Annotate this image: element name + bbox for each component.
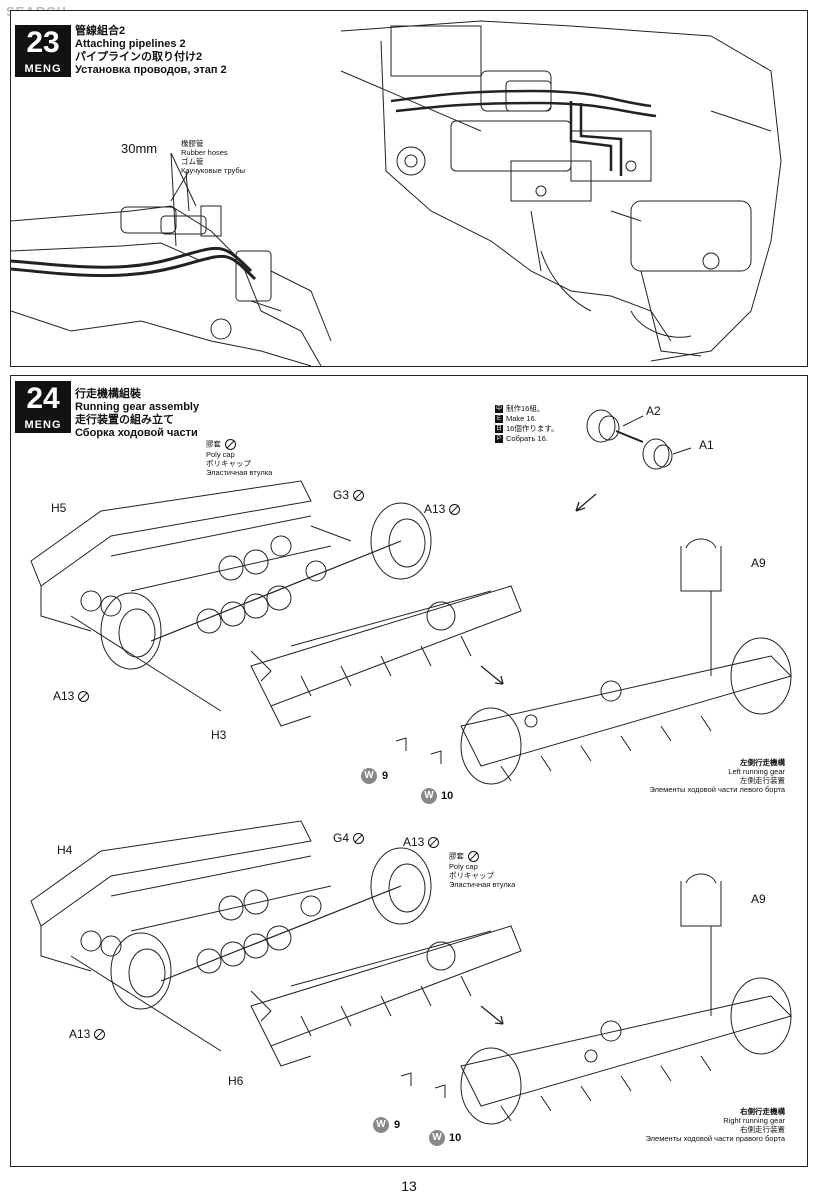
part-label-a1: A1 — [699, 438, 714, 452]
step-23-title: 管線組合2 Attaching pipelines 2 パイプラインの取り付け2… — [75, 25, 227, 77]
step-24-title-jp: 走行装置の組み立て — [75, 414, 174, 426]
part-label-a13-upper-left: A13 — [53, 689, 90, 703]
w-number-9-lower: 9 — [394, 1119, 401, 1131]
right-running-gear-view — [400, 873, 792, 1125]
right-gear-cn: 右側行走機構 — [740, 1107, 785, 1116]
step-23-brand: MENG — [24, 63, 62, 75]
hose-size-label: 30mm — [121, 141, 158, 156]
part-label-a9-upper: A9 — [751, 556, 766, 570]
polycap-lower-ru: Эластичная втулка — [449, 880, 516, 889]
w-badge-10-lower: W — [429, 1130, 445, 1146]
step-23-badge: 23 MENG — [15, 25, 71, 77]
right-gear-en: Right running gear — [723, 1116, 785, 1125]
left-running-gear-view — [395, 538, 792, 785]
polycap-label-top: 膠套 Poly cap ポリキャップ Эластичная втулка — [206, 439, 272, 477]
part-label-h5: H5 — [51, 501, 67, 515]
hose-label-jp: ゴム管 — [181, 157, 204, 166]
polycap-label-lower: 膠套 Poly cap ポリキャップ Эластичная втулка — [449, 851, 515, 889]
part-label-g3: G3 — [333, 488, 365, 502]
part-label-a13-lower-left: A13 — [69, 1027, 106, 1041]
left-running-gear-caption: 左側行走機構 Left running gear 左側走行装置 Элементы… — [649, 758, 785, 794]
lang-cn-icon: 中 — [495, 405, 503, 414]
a1-a2-subassembly — [586, 409, 692, 470]
step-23-title-ru: Установка проводов, этап 2 — [75, 64, 227, 76]
make-note-en: Make 16. — [506, 414, 537, 423]
step-24-brand: MENG — [24, 419, 62, 431]
make-note-jp: 16個作ります。 — [506, 424, 559, 433]
left-gear-jp: 左側走行装置 — [740, 776, 785, 785]
polycap-top-cn: 膠套 — [206, 439, 221, 449]
left-gear-cn: 左側行走機構 — [740, 758, 785, 767]
engine-assembly-view — [340, 20, 782, 362]
hose-label: 橡膠管 Rubber hoses ゴム管 Каучуковые трубы — [181, 139, 245, 175]
no-cement-icon — [449, 504, 461, 516]
step-24-badge: 24 MENG — [15, 381, 71, 433]
step-24-title-ru: Сборка ходовой части — [75, 427, 198, 439]
step-24-drawing — [30, 409, 792, 1125]
part-label-a9-lower: A9 — [751, 892, 766, 906]
w-number-9-upper: 9 — [382, 770, 389, 782]
step-24-title: 行走機構組裝 Running gear assembly 走行装置の組み立て С… — [75, 388, 199, 440]
step-23-panel: 23 MENG 管線組合2 Attaching pipelines 2 パイプラ… — [10, 10, 808, 367]
no-cement-icon — [94, 1029, 106, 1041]
no-cement-icon — [428, 837, 440, 849]
polycap-top-jp: ポリキャップ — [206, 459, 251, 468]
hose-label-en: Rubber hoses — [181, 148, 228, 157]
left-gear-ru: Элементы ходовой части левого борта — [649, 785, 785, 794]
hose-label-cn: 橡膠管 — [181, 139, 204, 148]
w-badge-9-upper: W — [361, 768, 377, 784]
no-cement-icon — [468, 851, 479, 862]
part-label-h4: H4 — [57, 843, 73, 857]
part-label-h3: H3 — [211, 728, 227, 742]
g3-text: G3 — [333, 488, 350, 502]
make-note-cn: 制作16組。 — [506, 404, 545, 413]
w-number-10-lower: 10 — [449, 1132, 462, 1144]
polycap-top-en: Poly cap — [206, 450, 235, 459]
hose-label-ru: Каучуковые трубы — [181, 166, 246, 175]
polycap-lower-cn: 膠套 — [449, 851, 464, 861]
step-23-title-en: Attaching pipelines 2 — [75, 38, 186, 50]
part-label-h6: H6 — [228, 1074, 244, 1088]
no-cement-icon — [78, 691, 90, 703]
polycap-lower-jp: ポリキャップ — [449, 871, 494, 880]
right-gear-jp: 右側走行装置 — [740, 1125, 785, 1134]
w-badge-9-lower: W — [373, 1117, 389, 1133]
w-badge-10-upper: W — [421, 788, 437, 804]
right-gear-ru: Элементы ходовой части правого борта — [645, 1134, 785, 1143]
step-24-number: 24 — [26, 382, 60, 415]
part-label-a13-lower-right: A13 — [403, 835, 440, 849]
part-label-a2: A2 — [646, 404, 661, 418]
step-23-drawing — [11, 20, 782, 366]
hose-detail-view — [11, 170, 332, 366]
a13-text: A13 — [53, 689, 75, 703]
a13-text: A13 — [424, 502, 446, 516]
a13-text: A13 — [403, 835, 425, 849]
step-23-title-cn: 管線組合2 — [75, 25, 126, 37]
polycap-top-ru: Эластичная втулка — [206, 468, 273, 477]
lang-en-icon: E — [495, 415, 503, 424]
a13-text: A13 — [69, 1027, 91, 1041]
no-cement-icon — [353, 833, 365, 845]
step-23-title-jp: パイプラインの取り付け2 — [75, 51, 203, 63]
lang-ru-icon: P — [495, 435, 503, 444]
make-note-ru: Собрать 16. — [506, 434, 548, 443]
upper-exploded-assembly — [30, 480, 522, 727]
right-running-gear-caption: 右側行走機構 Right running gear 右側走行装置 Элемент… — [646, 1107, 785, 1143]
step-23-number: 23 — [26, 26, 60, 59]
step-24-panel: 24 MENG 行走機構組裝 Running gear assembly 走行装… — [10, 375, 808, 1167]
lower-exploded-assembly — [30, 820, 522, 1067]
step-24-title-en: Running gear assembly — [75, 401, 200, 413]
left-gear-en: Left running gear — [728, 767, 785, 776]
no-cement-icon — [225, 439, 236, 450]
part-label-a13-upper-right: A13 — [424, 502, 461, 516]
no-cement-icon — [353, 490, 365, 502]
part-label-g4: G4 — [333, 831, 365, 845]
polycap-lower-en: Poly cap — [449, 862, 478, 871]
w-number-10-upper: 10 — [441, 790, 454, 802]
step-24-title-cn: 行走機構組裝 — [75, 388, 141, 400]
lang-jp-icon: 日 — [495, 425, 503, 434]
page-number: 13 — [401, 1178, 417, 1194]
g4-text: G4 — [333, 831, 350, 845]
